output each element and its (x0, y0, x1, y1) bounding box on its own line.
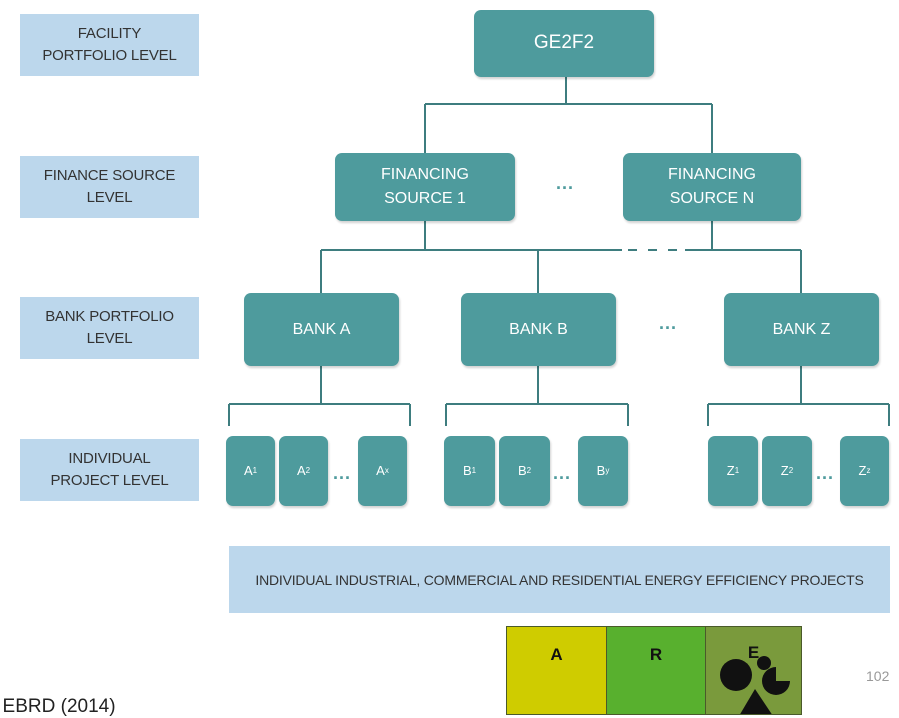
ellipsis-projects-a: ... (333, 463, 352, 483)
logo-letter-a: A (550, 645, 563, 664)
node-bank-z: BANK Z (724, 293, 879, 366)
page-number: 102 (866, 668, 890, 684)
logo-letter-r: R (649, 645, 663, 664)
logo-block-r: R (606, 626, 706, 715)
ellipsis-projects-z: ... (816, 463, 835, 483)
logo-block-e: E (705, 626, 802, 715)
level-label-finance: FINANCE SOURCE LEVEL (20, 156, 199, 218)
ellipsis-banks: ... (659, 313, 678, 333)
node-financing-source-n: FINANCING SOURCE N (623, 153, 801, 221)
node-bank-b: BANK B (461, 293, 616, 366)
ellipsis-projects-b: ... (553, 463, 572, 483)
level-label-facility: FACILITY PORTFOLIO LEVEL (20, 14, 199, 76)
logo-block-a: A (506, 626, 607, 715)
node-ge2f2: GE2F2 (474, 10, 654, 77)
projects-banner: INDIVIDUAL INDUSTRIAL, COMMERCIAL AND RE… (229, 546, 890, 613)
logo-shapes-icon (720, 656, 790, 714)
level-label-bank: BANK PORTFOLIO LEVEL (20, 297, 199, 359)
source-citation: : EBRD (2014) (0, 696, 116, 717)
ellipsis-sources: ... (556, 173, 575, 193)
node-bank-a: BANK A (244, 293, 399, 366)
node-financing-source-1: FINANCING SOURCE 1 (335, 153, 515, 221)
level-label-project: INDIVIDUAL PROJECT LEVEL (20, 439, 199, 501)
logo-letter-e: E (747, 643, 760, 662)
